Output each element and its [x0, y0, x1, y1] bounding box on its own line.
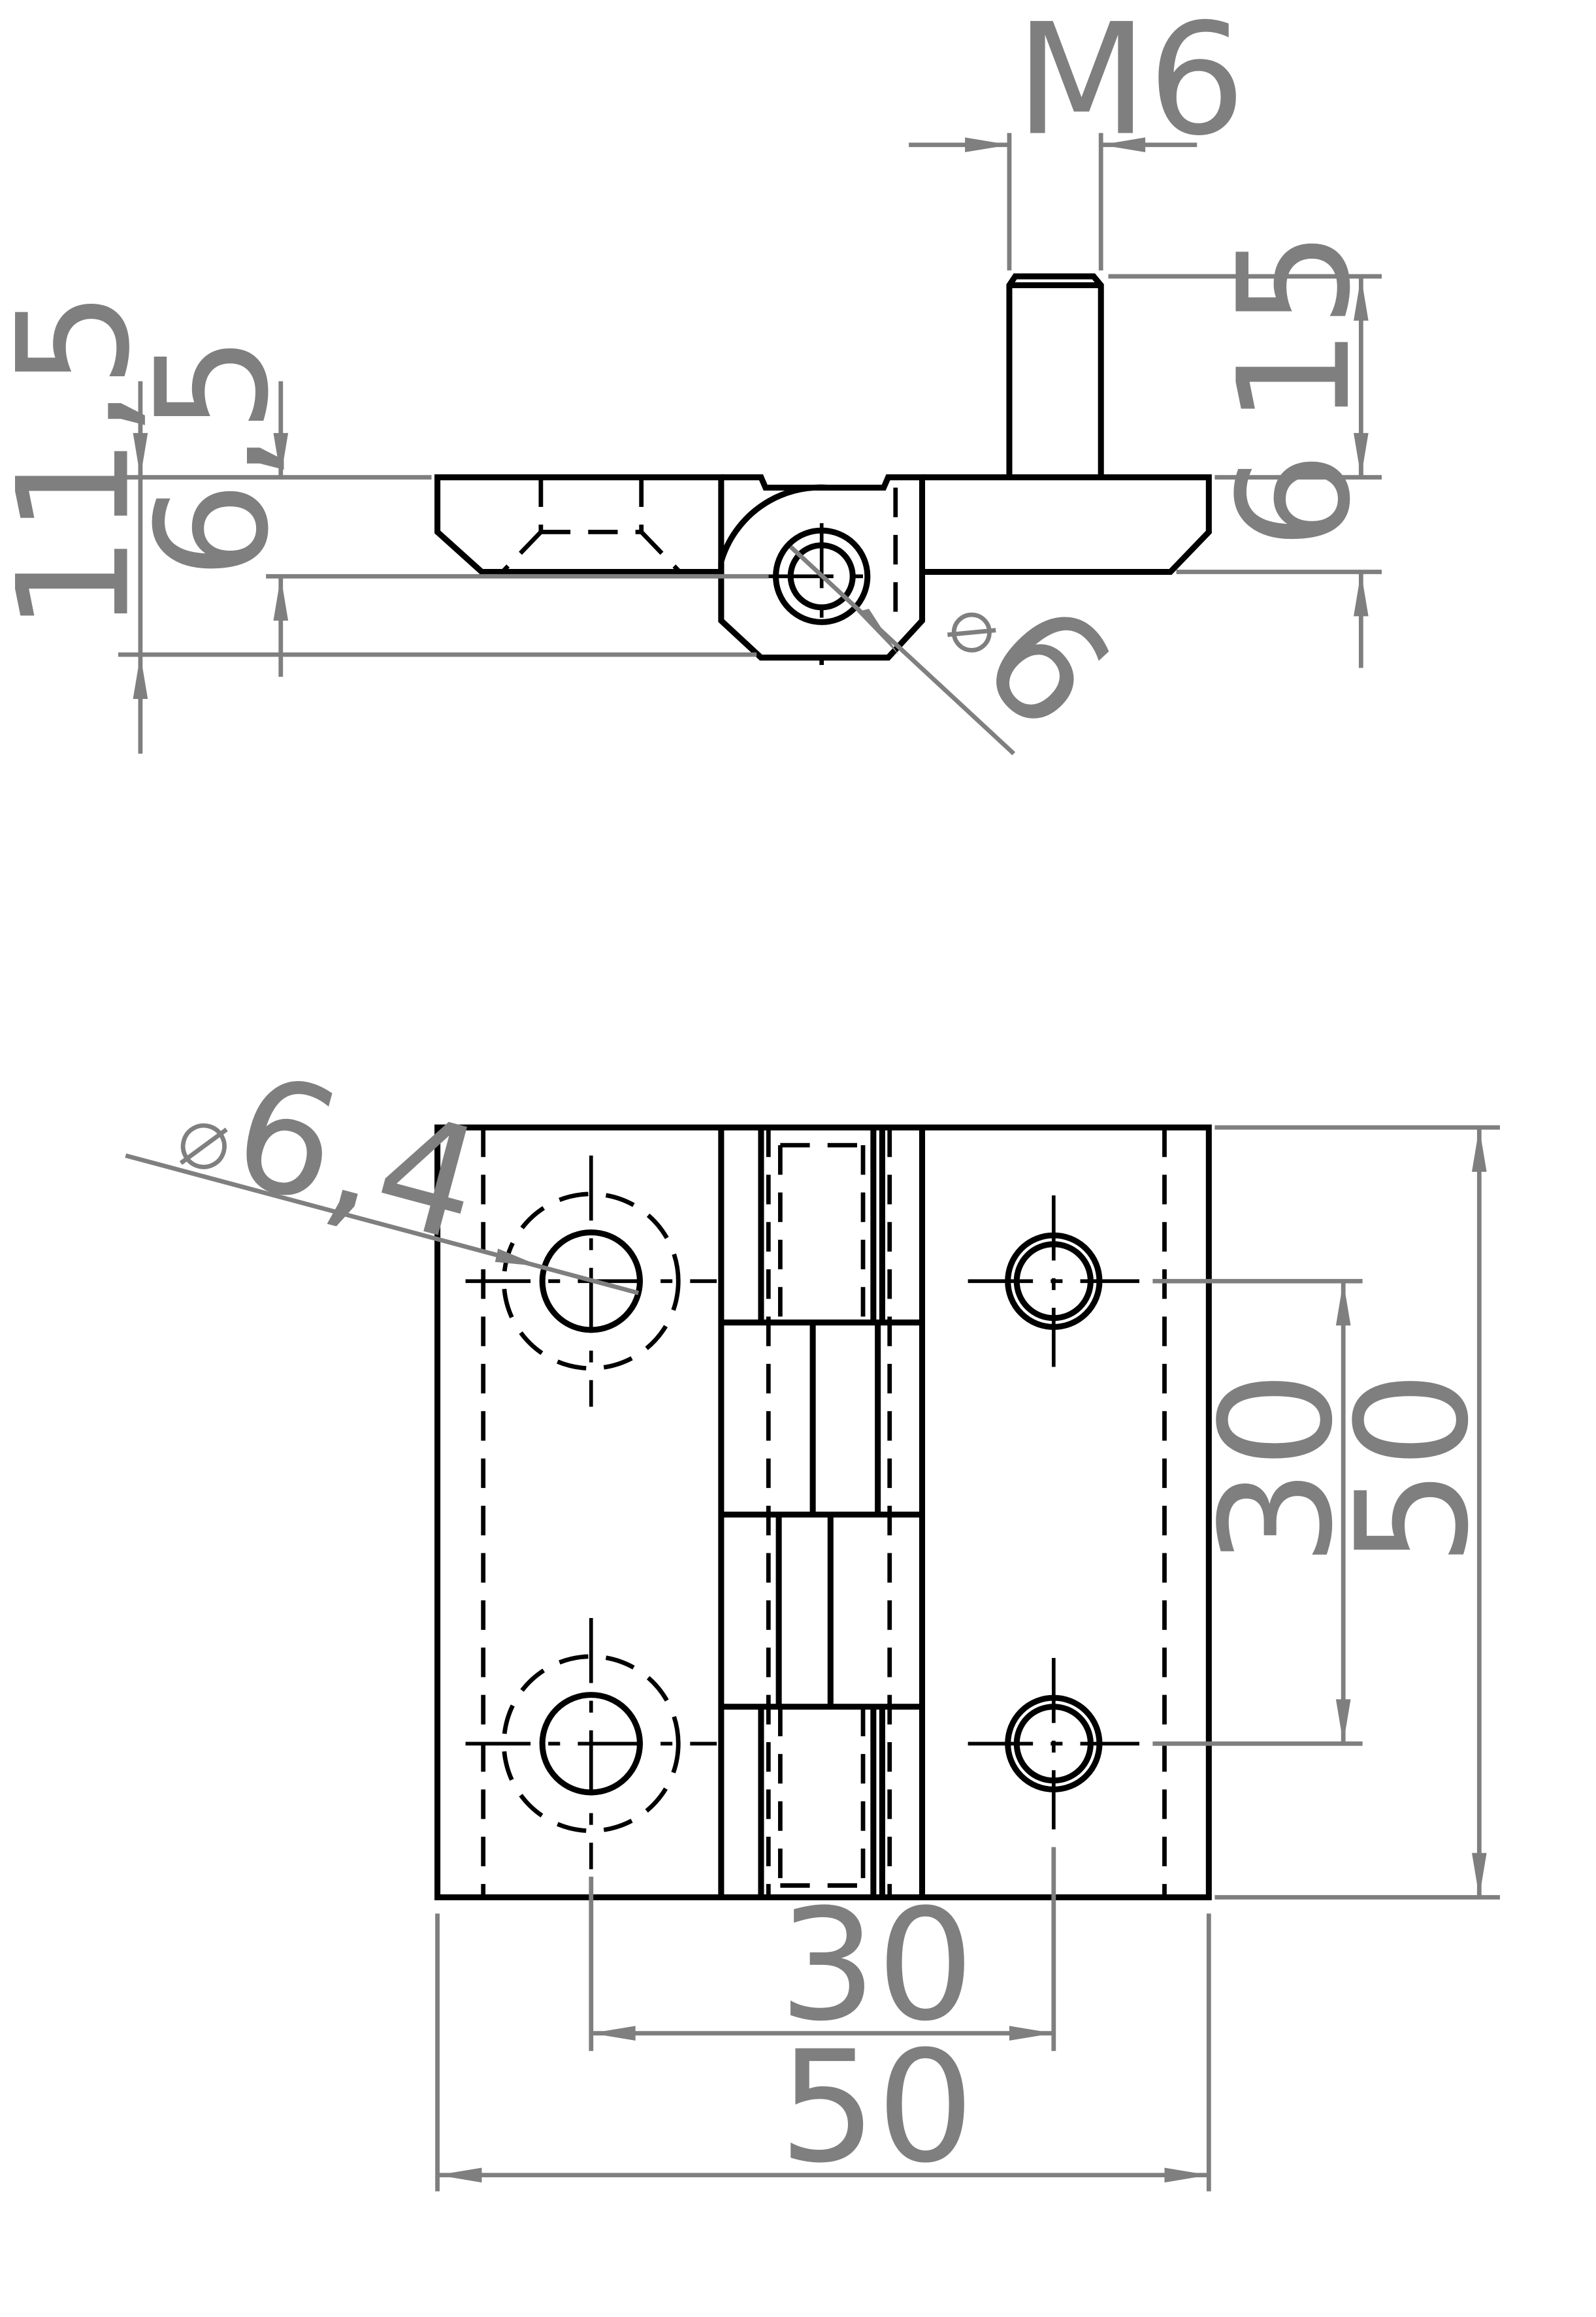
dim-text-15: 15 — [1206, 230, 1384, 425]
dim-text-30-horizontal: 30 — [779, 1877, 974, 2055]
dim-text-30-vertical: 30 — [1188, 1370, 1367, 1566]
right-stud-bottom — [968, 1658, 1140, 1830]
dim-text-m6: M6 — [1015, 0, 1246, 170]
stud-pin — [1006, 273, 1104, 478]
dim-text-50-vertical: 50 — [1324, 1370, 1503, 1566]
dim-text-6-5: 6,5 — [124, 335, 302, 579]
dim-text-6: 6 — [1206, 452, 1384, 550]
dimension-11-5-and-6-5: 11,5 6,5 — [0, 290, 769, 754]
dimension-15-and-6: 15 6 — [1108, 230, 1384, 668]
right-stud-top — [968, 1195, 1140, 1367]
dimension-m6: M6 — [909, 0, 1246, 271]
dim-text-11-5: 11,5 — [0, 290, 164, 632]
diameter-symbol-icon — [180, 1123, 227, 1169]
dimension-50-horizontal: 50 — [435, 1913, 1211, 2197]
dimension-50-vertical: 50 — [1214, 1125, 1503, 1900]
dimension-30-vertical: 30 — [1152, 1278, 1367, 1746]
hinge-outline — [434, 1124, 1212, 1901]
left-hole-bottom — [465, 1617, 717, 1870]
knuckle-segments — [718, 1127, 926, 1898]
dimension-30-horizontal: 30 — [589, 1847, 1056, 2055]
left-leaf-profile — [434, 474, 725, 575]
dim-text-50-horizontal: 50 — [779, 2018, 974, 2197]
diameter-symbol-icon — [951, 612, 992, 653]
right-leaf-profile — [922, 474, 1212, 575]
